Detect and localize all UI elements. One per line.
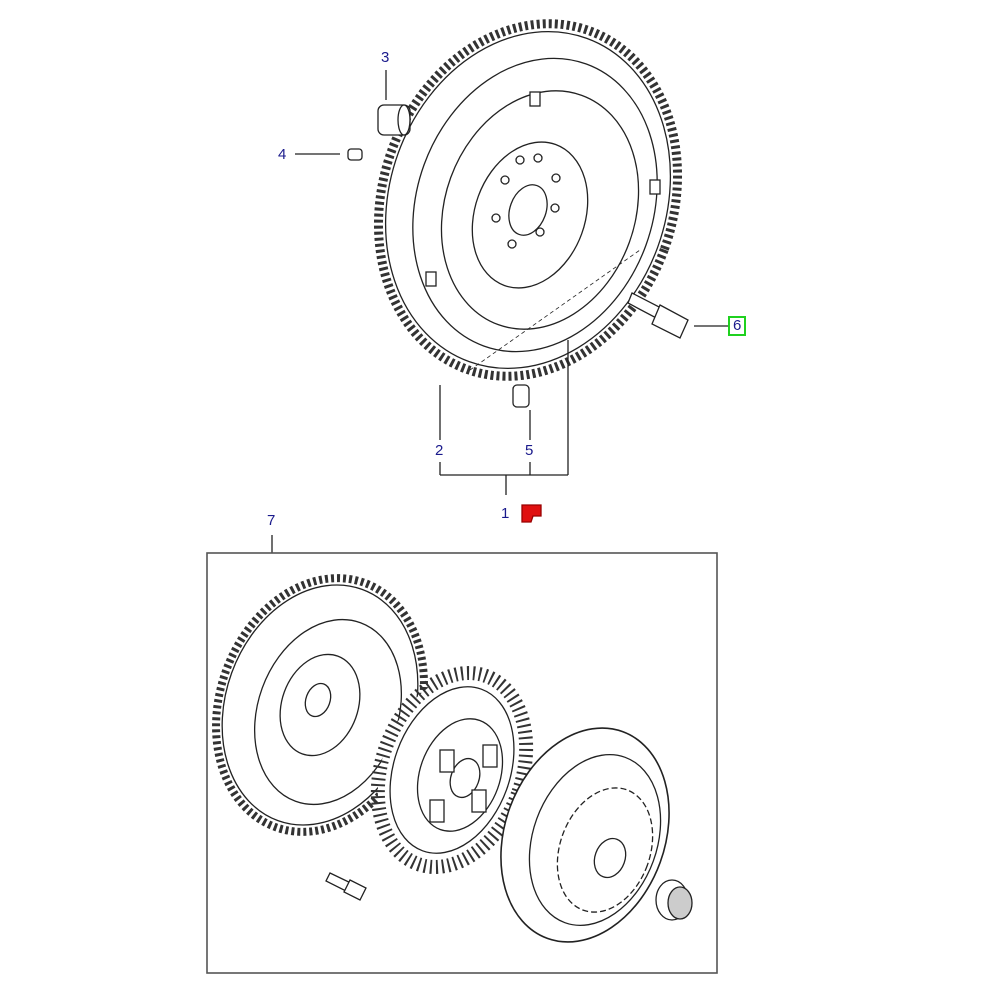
callout-3[interactable]: 3 [381, 49, 390, 66]
pilot-bearing-part[interactable] [377, 104, 411, 136]
flywheel-top[interactable] [330, 0, 726, 419]
red-note-icon[interactable] [521, 504, 542, 523]
pressure-plate-kit[interactable] [472, 704, 698, 965]
leader-lines [271, 70, 728, 553]
callout-4[interactable]: 4 [278, 146, 287, 163]
release-bearing-kit[interactable] [655, 879, 693, 921]
dowel-pin-part-5[interactable] [512, 384, 530, 408]
kit-box [206, 552, 718, 974]
callout-5[interactable]: 5 [525, 442, 534, 459]
callout-7[interactable]: 7 [267, 512, 276, 529]
callout-6-highlighted[interactable]: 6 [728, 316, 747, 336]
dowel-pin-part[interactable] [347, 148, 363, 161]
bolt-kit[interactable] [325, 872, 367, 901]
callout-2[interactable]: 2 [435, 442, 444, 459]
callout-1[interactable]: 1 [501, 505, 510, 522]
flywheel-bolt-part[interactable] [627, 292, 689, 339]
